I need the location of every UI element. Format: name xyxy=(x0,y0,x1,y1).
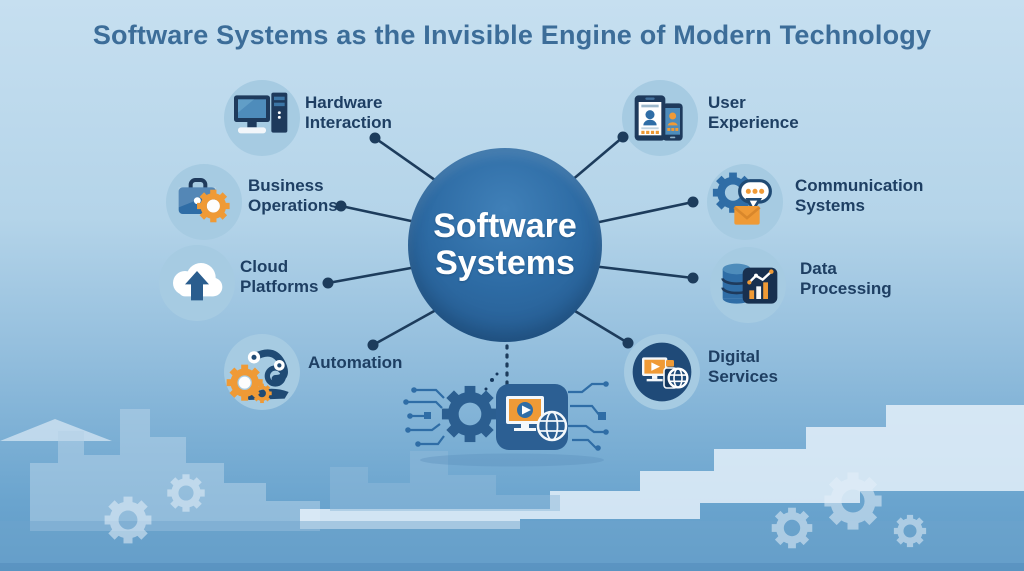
node-label: User Experience xyxy=(708,93,799,133)
center-node-software-systems: Software Systems xyxy=(408,148,602,342)
node-label: Data Processing xyxy=(800,259,892,299)
center-label-line2: Systems xyxy=(435,244,575,282)
skyline-background xyxy=(0,405,1024,571)
circuit-gear-media-icon xyxy=(403,372,609,467)
robot-arm-gears-icon xyxy=(230,349,289,405)
faded-gears-decoration xyxy=(105,472,927,548)
gear-chat-envelope-icon xyxy=(713,170,772,225)
node-label: Communication Systems xyxy=(795,176,924,216)
cloud-upload-icon xyxy=(173,263,223,301)
node-label: Cloud Platforms xyxy=(240,257,319,297)
media-globe-devices-icon xyxy=(632,342,692,402)
node-label: Automation xyxy=(308,353,403,372)
node-label: Business Operations xyxy=(248,176,338,216)
desktop-computer-icon xyxy=(234,92,288,134)
page-title: Software Systems as the Invisible Engine… xyxy=(92,20,932,50)
database-chart-icon xyxy=(721,263,778,304)
tablet-phone-profile-icon xyxy=(634,95,683,141)
center-label-line1: Software xyxy=(433,206,577,245)
node-label: Hardware Interaction xyxy=(305,93,392,133)
node-label: Digital Services xyxy=(708,347,778,387)
briefcase-gear-icon xyxy=(178,178,236,234)
